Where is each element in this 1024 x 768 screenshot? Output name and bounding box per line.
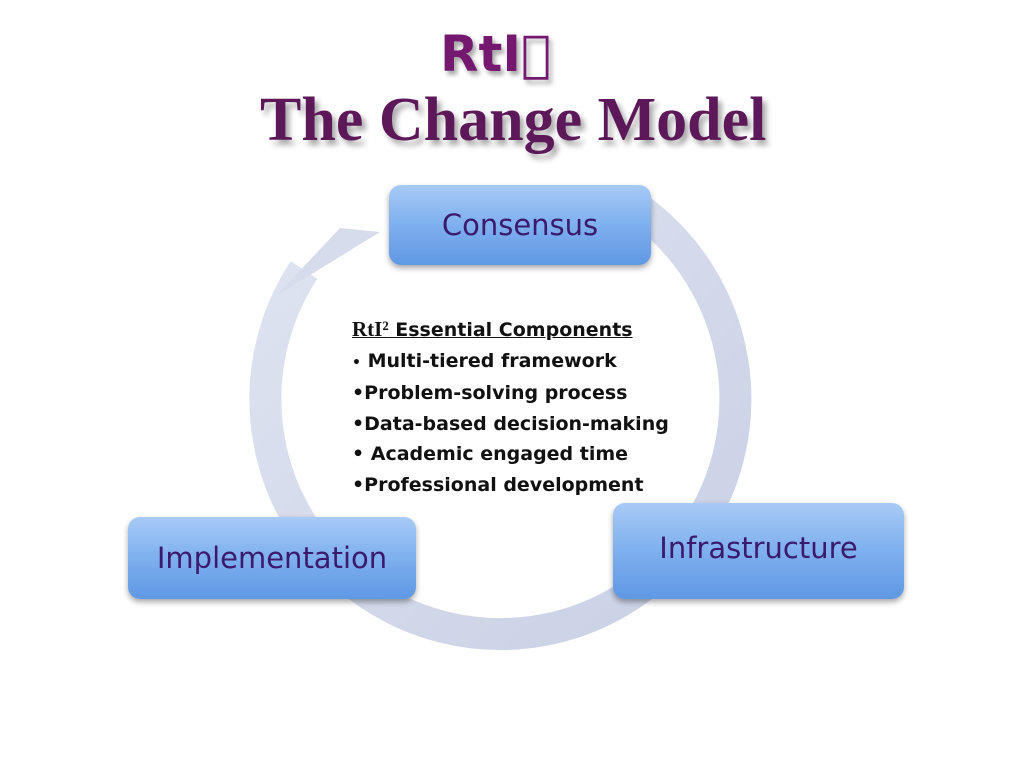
bullet-icon: • bbox=[352, 412, 365, 435]
list-item-text: Professional development bbox=[364, 473, 644, 496]
list-item-text: Data-based decision-making bbox=[364, 412, 669, 435]
cycle-arrowhead bbox=[276, 228, 380, 296]
list-item: •Professional development bbox=[352, 470, 669, 501]
bullet-icon: • bbox=[352, 473, 365, 496]
node-implementation: Implementation bbox=[128, 517, 416, 599]
list-item: •Problem-solving process bbox=[352, 378, 669, 409]
components-heading-rti: RtI² bbox=[352, 317, 389, 341]
components-list: • Multi-tiered framework •Problem-solvin… bbox=[352, 346, 669, 501]
list-item: • Multi-tiered framework bbox=[352, 346, 669, 379]
node-consensus: Consensus bbox=[389, 185, 651, 265]
list-item-text: Multi-tiered framework bbox=[360, 349, 617, 372]
title-line-1: RtI bbox=[440, 25, 551, 83]
node-consensus-label: Consensus bbox=[441, 208, 599, 242]
list-item-text: Problem-solving process bbox=[364, 382, 628, 404]
list-item: • Academic engaged time bbox=[352, 439, 669, 470]
essential-components: RtI² Essential Components • Multi-tiered… bbox=[352, 314, 669, 500]
components-heading-text: Essential Components bbox=[388, 319, 633, 341]
bullet-icon: • bbox=[352, 382, 365, 404]
title-line-2: The Change Model bbox=[260, 86, 767, 154]
list-item-text: Academic engaged time bbox=[364, 443, 629, 465]
components-heading: RtI² Essential Components bbox=[352, 314, 669, 346]
node-implementation-label: Implementation bbox=[156, 541, 388, 575]
cycle-ring-band bbox=[249, 197, 752, 651]
node-infrastructure-label: Infrastructure bbox=[659, 531, 858, 565]
list-item: •Data-based decision-making bbox=[352, 409, 669, 440]
node-infrastructure: Infrastructure bbox=[613, 503, 904, 599]
bullet-icon: • bbox=[352, 354, 361, 371]
bullet-icon: • bbox=[352, 443, 365, 465]
